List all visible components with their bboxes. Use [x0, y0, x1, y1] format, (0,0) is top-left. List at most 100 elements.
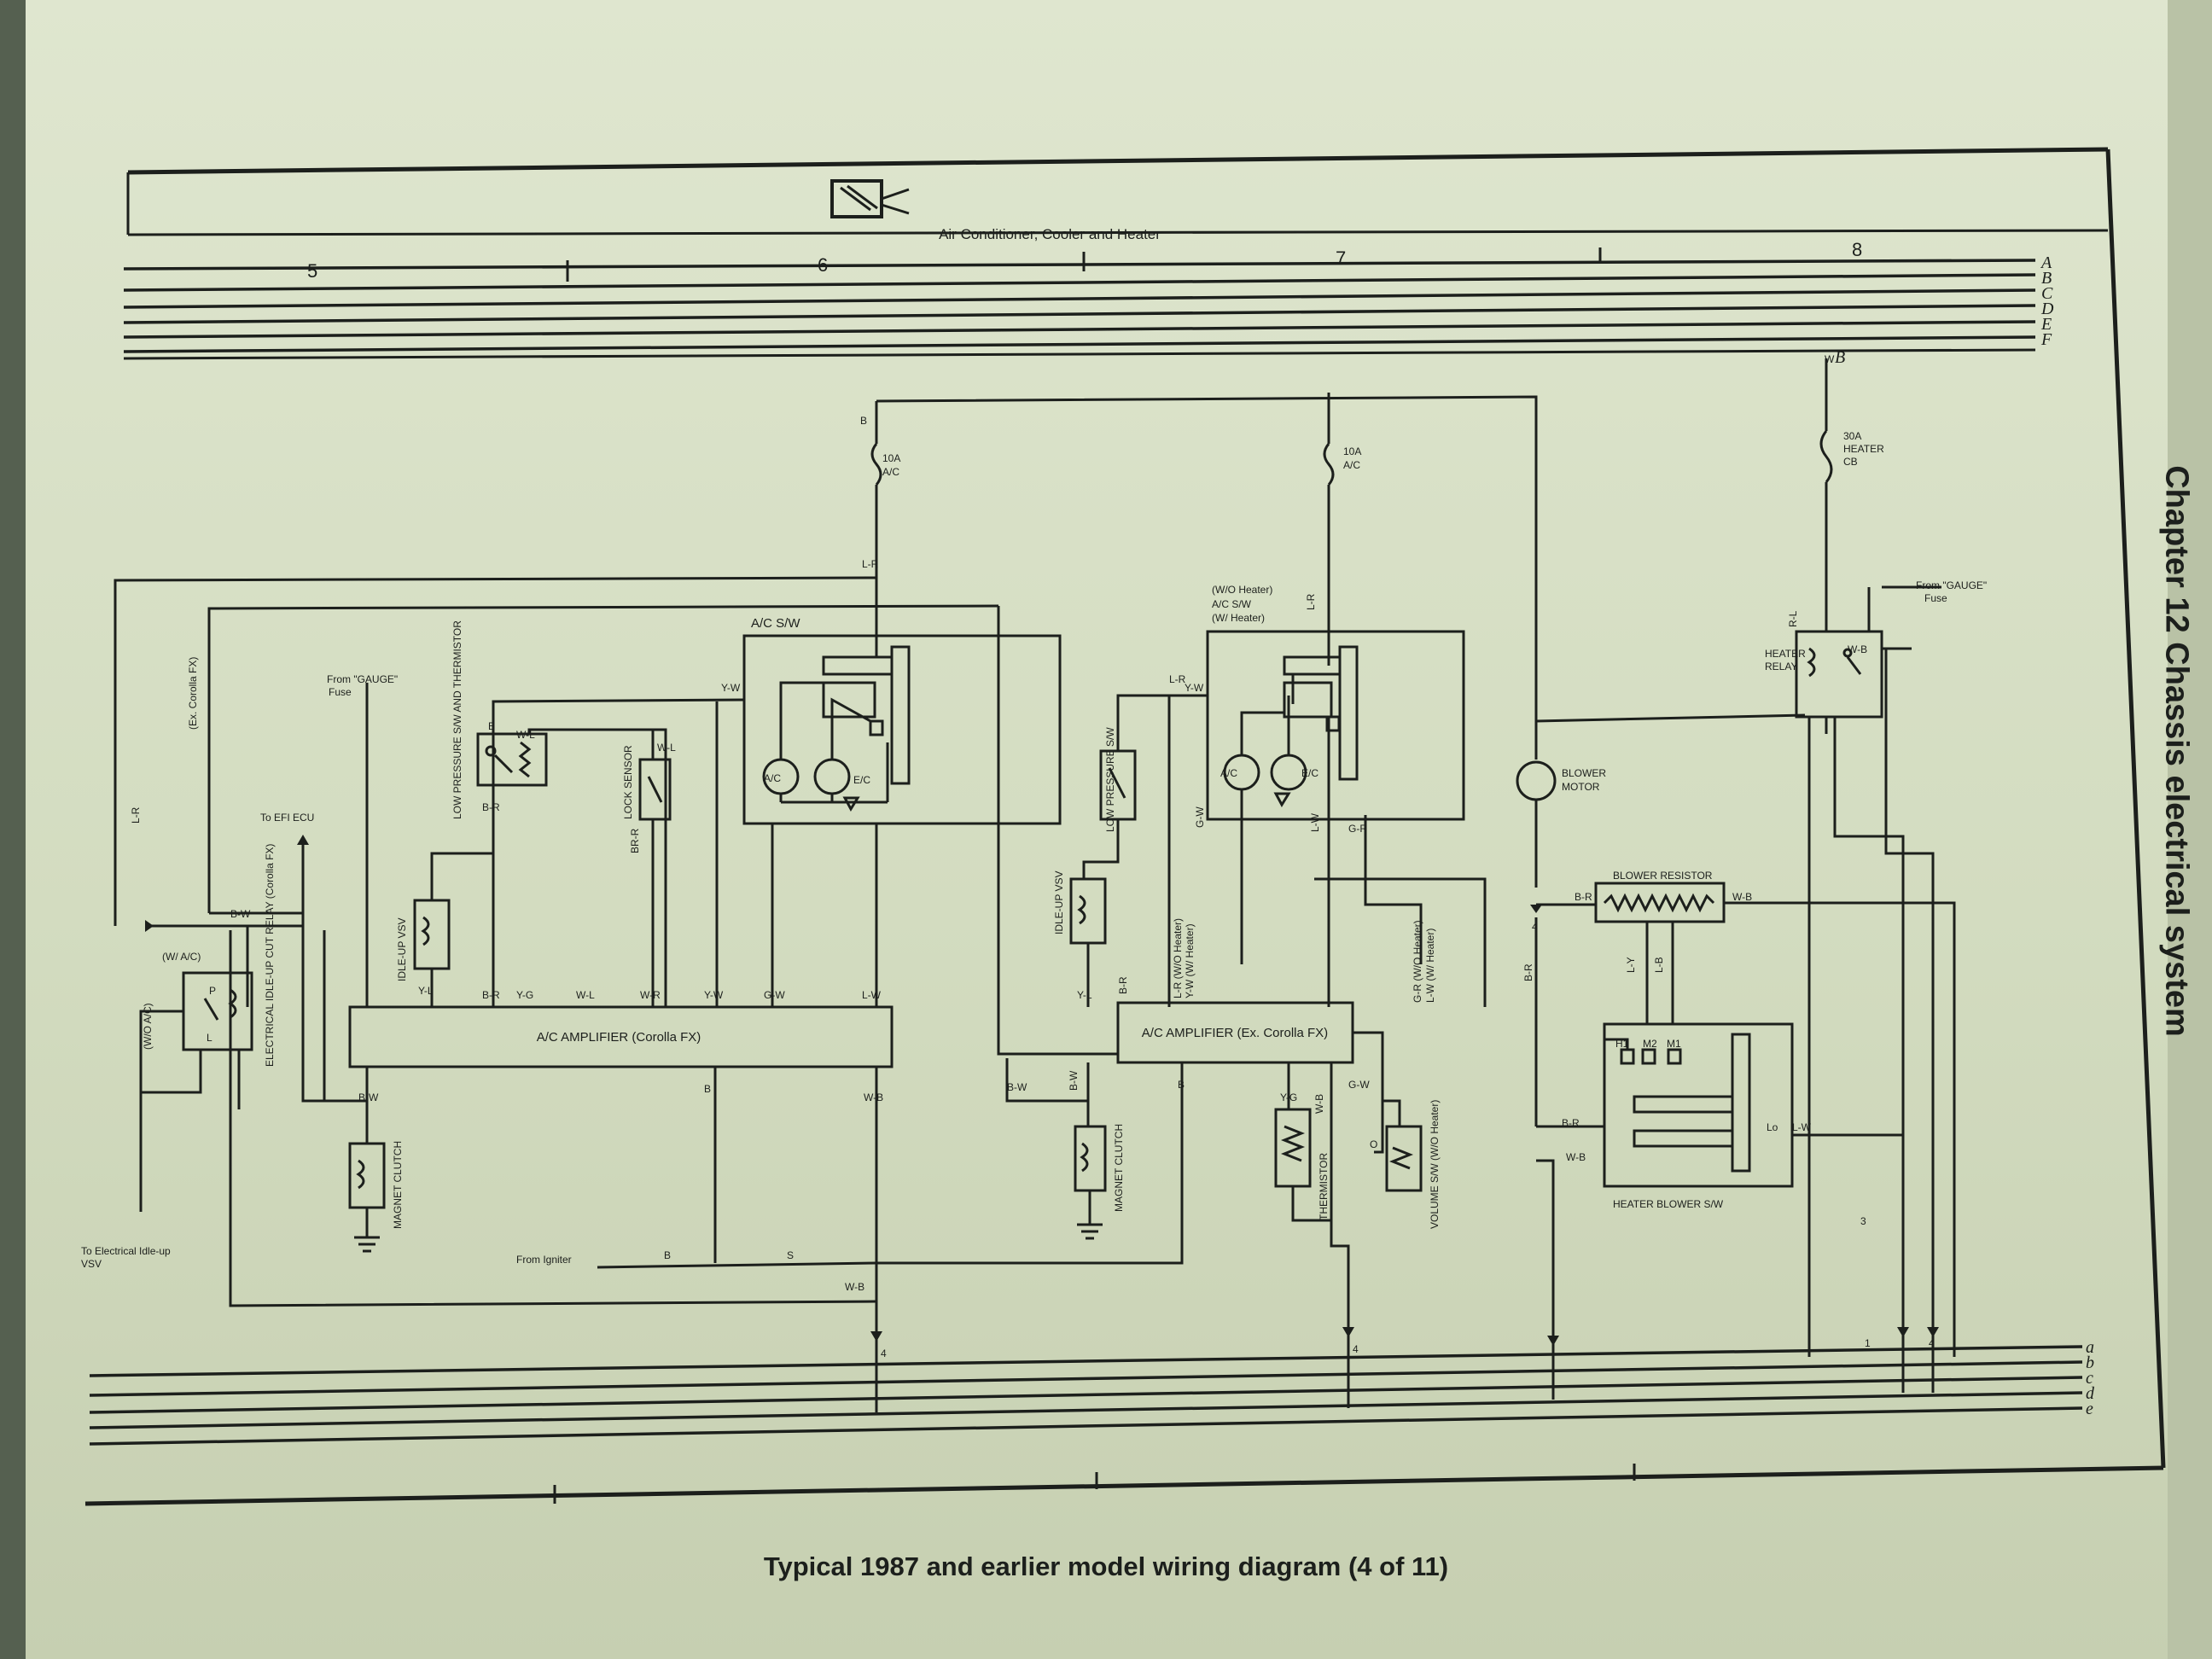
wire-yl-mid: Y-L: [1077, 989, 1092, 1001]
volume-sw-label: VOLUME S/W (W/O Heater): [1429, 1100, 1441, 1229]
heater-cb: [1819, 430, 1833, 632]
wire-b-top: B: [1835, 348, 1845, 367]
low-pressure-sw-mid: [1082, 749, 1137, 879]
bus-letter-a-low: a: [2086, 1338, 2094, 1357]
from-gauge-right-2: Fuse: [1924, 592, 1947, 604]
wire-lr-mid: L-R: [1305, 593, 1317, 610]
wire-lb: L-B: [1653, 957, 1665, 973]
magnet-clutch-left: [348, 1142, 386, 1253]
wire-wl-2: W-L: [657, 742, 676, 754]
fuse-left: [870, 443, 882, 606]
ac-sw-mid-2: (W/ Heater): [1212, 612, 1265, 624]
fuse-left-rating: 10A: [882, 452, 900, 464]
wire-yw-2: Y-W: [704, 989, 724, 1001]
wire-bw-mid: B-W: [1007, 1081, 1027, 1093]
wire-br-blower2: B-R: [1522, 963, 1534, 981]
wire-b-1: B: [860, 415, 867, 427]
wire-lw-mid: L-W: [1309, 812, 1321, 832]
ac-amplifier-mid-label: A/C AMPLIFIER (Ex. Corolla FX): [1142, 1026, 1328, 1040]
yw-wh: Y-W (W/ Heater): [1184, 923, 1196, 998]
from-gauge-left-1: From "GAUGE": [327, 673, 398, 685]
lp-thermo-label: LOW PRESSURE S/W AND THERMISTOR: [451, 620, 463, 819]
amp-mid-outputs: [876, 1031, 1401, 1374]
wire-brr-1: BR-R: [629, 828, 641, 853]
wire-lw-1: L-W: [862, 989, 882, 1001]
idle-up-vsv-left: [413, 852, 493, 1007]
to-efi-ecu: To EFI ECU: [260, 812, 314, 824]
wire-b-amp: B: [704, 1083, 711, 1095]
wire-gw-1: G-W: [764, 989, 785, 1001]
wire-yw-1: Y-W: [721, 682, 741, 694]
bus-letter-d: D: [2040, 300, 2054, 318]
gr-woh: G-R (W/O Heater): [1412, 920, 1423, 1003]
idle-up-vsv-mid: [1069, 877, 1107, 1007]
bus-letter-b: B: [2041, 269, 2052, 288]
wire-wb-2: W-B: [845, 1281, 864, 1293]
bus-letter-e: E: [2040, 315, 2052, 334]
section-6: 6: [818, 254, 828, 276]
fuse-left-name: A/C: [882, 466, 899, 478]
page-edge-left: [0, 0, 26, 1659]
wire-yg-mid: Y-G: [1280, 1091, 1297, 1103]
lo-label: Lo: [1767, 1121, 1778, 1133]
wire-wb-mid: W-B: [1313, 1094, 1325, 1114]
blower-motor-label-1: BLOWER: [1562, 767, 1606, 779]
wire-w-top: W: [1825, 353, 1835, 365]
diagram-title: Air Conditioner, Cooler and Heater: [939, 226, 1161, 242]
wire-o: O: [1370, 1138, 1377, 1150]
wire-wb-res: W-B: [1732, 891, 1752, 903]
wire-b-ign: B: [664, 1249, 671, 1261]
ac-vent-icon: [830, 179, 910, 218]
magnet-clutch-mid: [1074, 1125, 1107, 1240]
wire-b-mid: B: [1178, 1079, 1185, 1091]
bus-letter-b-low: b: [2086, 1353, 2094, 1372]
wire-br-2: B-R: [482, 989, 500, 1001]
ac-sw-mid-1: A/C S/W: [1212, 598, 1252, 610]
lw-wh: L-W (W/ Heater): [1424, 928, 1436, 1003]
lock-sensor: [606, 728, 672, 1007]
heater-cb-name1: HEATER: [1843, 443, 1884, 455]
diode-ac-mid: A/C: [1220, 767, 1237, 779]
w-ac-label: (W/ A/C): [162, 951, 201, 963]
top-bus: [123, 247, 2036, 360]
wire-lr-1: L-R: [862, 558, 879, 570]
wire-ly: L-Y: [1625, 957, 1637, 973]
blower-resistor-label: BLOWER RESISTOR: [1613, 870, 1713, 882]
bus-letter-e-low: e: [2086, 1400, 2093, 1418]
ac-switch-left: [742, 606, 1062, 825]
elec-relay-label: ELECTRICAL IDLE-UP CUT RELAY (Corolla FX…: [264, 844, 276, 1067]
wire-4-b: 4: [881, 1348, 887, 1359]
heater-cb-rating: 30A: [1843, 430, 1861, 442]
blower-motor-label-2: MOTOR: [1562, 781, 1600, 793]
m1-label: M1: [1667, 1038, 1681, 1050]
mid-wiring: [997, 606, 1487, 1056]
wire-wl-3: W-L: [576, 989, 595, 1001]
wire-bw-left: B-W: [230, 908, 251, 920]
ground-connectors: [870, 1327, 1939, 1412]
ex-corolla-fx: (Ex. Corolla FX): [187, 657, 199, 730]
wire-gw-mid: G-W: [1194, 806, 1206, 828]
thermistor-label: THERMISTOR: [1318, 1153, 1330, 1220]
low-pressure-thermistor: [476, 701, 667, 1007]
figure-caption: Typical 1987 and earlier model wiring di…: [763, 1551, 1449, 1581]
wire-p: P: [209, 985, 216, 997]
fuse-mid-rating: 10A: [1343, 445, 1361, 457]
wire-wl-1: W-L: [516, 729, 535, 741]
wire-wb-relay: W-B: [1848, 643, 1867, 655]
left-connections: [139, 835, 350, 1212]
wire-yl-1: Y-L: [418, 985, 434, 997]
heater-relay-label-1: HEATER: [1765, 648, 1806, 660]
wire-b-lp: B: [488, 720, 495, 732]
page-edge-right: [2168, 0, 2212, 1659]
chapter-side-label: Chapter 12 Chassis electrical system: [2142, 465, 2210, 1037]
volume-switch: [1385, 1125, 1423, 1192]
section-8: 8: [1852, 239, 1862, 260]
wire-gr-mid: G-R: [1348, 823, 1367, 835]
heater-relay-label-2: RELAY: [1765, 661, 1797, 672]
wire-lw-sw: L-W: [1792, 1121, 1812, 1133]
diode-ec-left: E/C: [853, 774, 870, 786]
diode-ac-left: A/C: [764, 772, 781, 784]
from-gauge-left-2: Fuse: [329, 686, 352, 698]
from-igniter: From Igniter: [516, 1254, 572, 1266]
